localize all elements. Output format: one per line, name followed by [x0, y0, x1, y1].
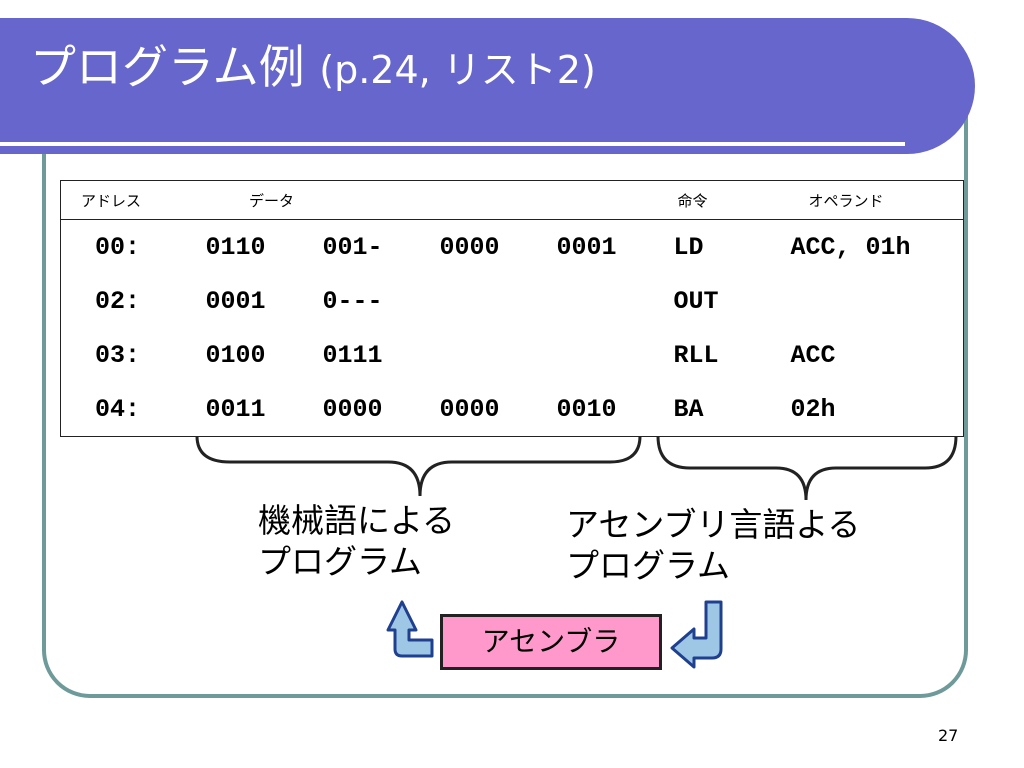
opcode-cell: BA — [673, 394, 704, 424]
header-spacer — [322, 180, 674, 220]
return-arrow-left-icon — [386, 600, 434, 658]
data-cell: 0000 — [322, 394, 383, 424]
data-cell: 0010 — [556, 394, 617, 424]
header-address: アドレス データ — [60, 180, 323, 220]
machine-code-brace — [195, 435, 642, 497]
table-header-row: アドレス データ 命令 オペランド — [60, 180, 964, 220]
data-cell: 0110 — [205, 232, 266, 262]
address-cell: 02: — [95, 286, 141, 316]
opcode-cell: LD — [673, 232, 704, 262]
data-cell: 0100 — [205, 340, 266, 370]
operand-cell: ACC, 01h — [790, 232, 911, 262]
data-cell: 0111 — [322, 340, 383, 370]
table-row: 02: 0001 0--- OUT — [61, 274, 964, 328]
data-cell: 0000 — [439, 394, 500, 424]
title-main: プログラム例 — [30, 40, 305, 94]
address-cell: 04: — [95, 394, 141, 424]
title-underline — [0, 142, 905, 146]
header-opcode: 命令 — [673, 180, 791, 220]
data-cell: 0001 — [556, 232, 617, 262]
data-cell: 0001 — [205, 286, 266, 316]
title-bar — [0, 18, 975, 154]
title-paren: (p.24, リスト2) — [319, 48, 596, 92]
header-address-label: アドレス — [81, 191, 142, 210]
machine-code-label-line1: 機械語による — [258, 501, 456, 540]
data-cell: 0011 — [205, 394, 266, 424]
assembly-label-line1: アセンブリ言語よる — [566, 505, 861, 544]
opcode-cell: RLL — [673, 340, 719, 370]
data-cell: 001- — [322, 232, 383, 262]
return-arrow-right-icon — [670, 600, 723, 669]
program-table: アドレス データ 命令 オペランド 00: 0110 001- 0000 0001… — [60, 180, 964, 437]
assembly-brace — [656, 435, 958, 501]
assembler-box: アセンブラ — [440, 614, 662, 670]
assembly-label: アセンブリ言語よる プログラム — [566, 504, 860, 587]
page-title: プログラム例 (p.24, リスト2) — [30, 40, 596, 95]
data-cell: 0--- — [322, 286, 383, 316]
operand-cell: ACC — [790, 340, 836, 370]
table-row: 00: 0110 001- 0000 0001 LD ACC, 01h — [61, 220, 964, 275]
table-row: 03: 0100 0111 RLL ACC — [61, 328, 964, 382]
opcode-cell: OUT — [673, 286, 719, 316]
header-operand: オペランド — [790, 180, 964, 220]
machine-code-label: 機械語による プログラム — [258, 500, 455, 583]
address-cell: 03: — [95, 340, 141, 370]
data-cell: 0000 — [439, 232, 500, 262]
operand-cell: 02h — [790, 394, 836, 424]
table-row: 04: 0011 0000 0000 0010 BA 02h — [61, 382, 964, 437]
address-cell: 00: — [95, 232, 141, 262]
slide-number: 27 — [938, 726, 959, 745]
machine-code-label-line2: プログラム — [258, 542, 423, 582]
header-data-label: データ — [249, 191, 295, 210]
assembly-label-line2: プログラム — [566, 546, 731, 586]
